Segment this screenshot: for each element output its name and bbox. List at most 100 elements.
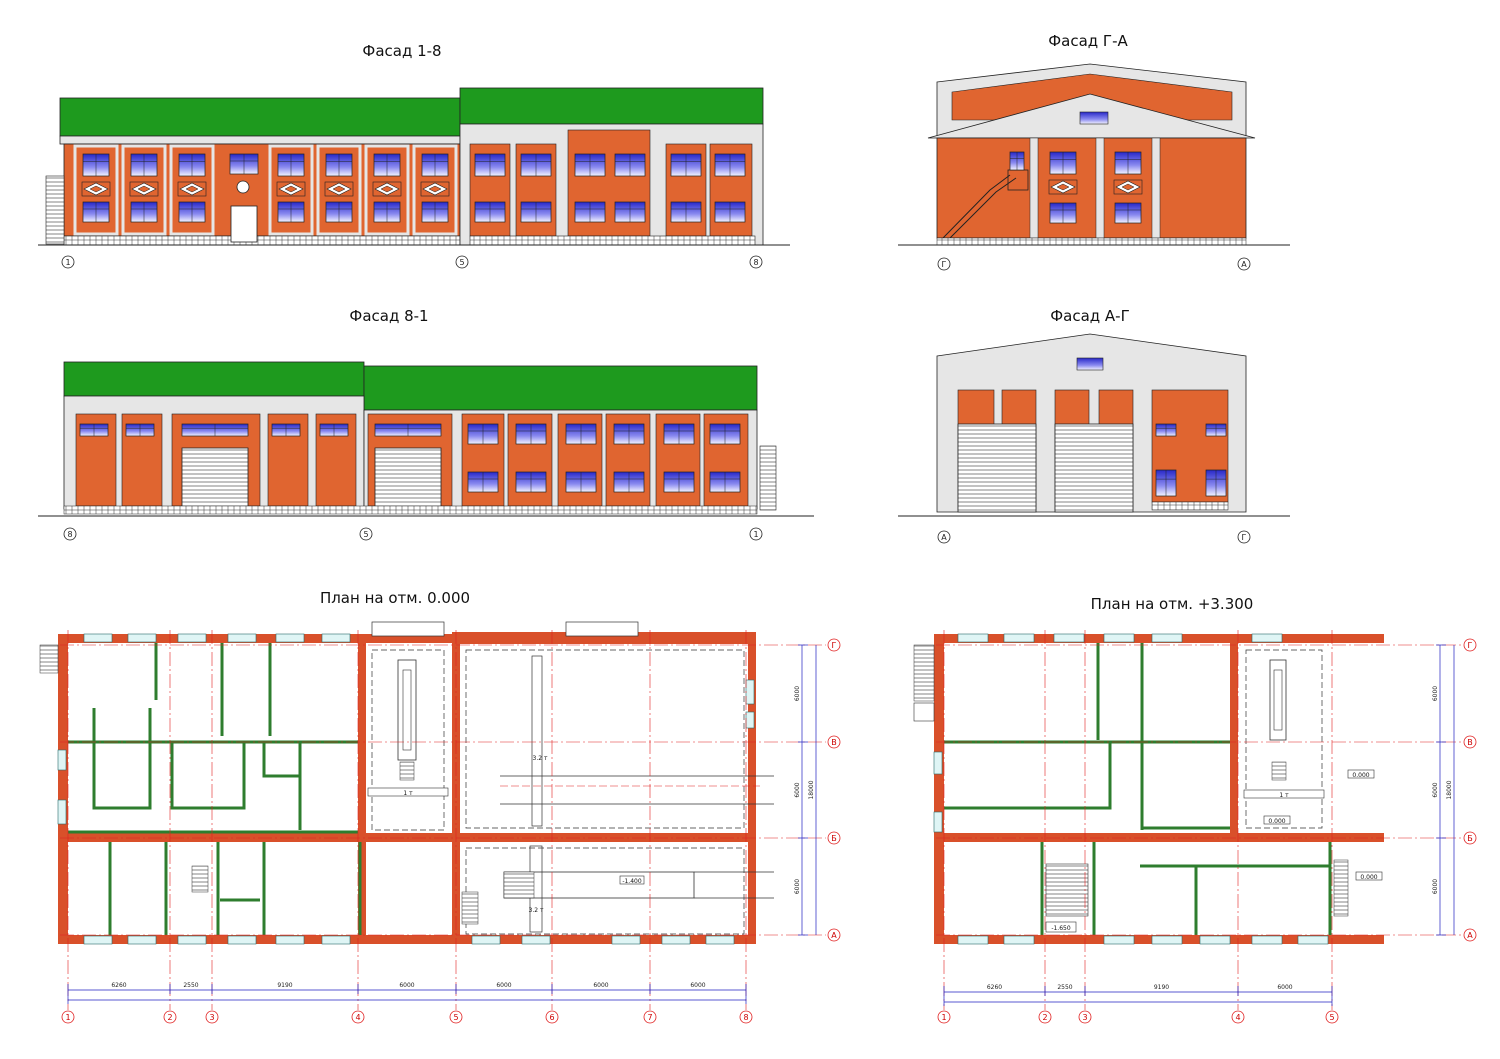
axis-bubble-label: 1 (65, 1013, 70, 1022)
plan-window (705, 935, 735, 945)
plan-window (321, 935, 351, 945)
entrance-door (230, 205, 258, 243)
axis-bubble (163, 1010, 177, 1024)
axis-bubble-label: 2 (1042, 1013, 1047, 1022)
axis-bubble (937, 530, 951, 544)
axis-bubble (205, 1010, 219, 1024)
axis-bubble (359, 527, 373, 541)
plan-window (57, 749, 67, 771)
dimension-label: 6000 (794, 686, 801, 701)
pit-level-label: -1.400 (622, 878, 642, 885)
stair-level-label: -1.650 (1051, 925, 1071, 932)
axis-bubble (449, 1010, 463, 1024)
axis-bubble-label: А (831, 931, 837, 940)
axis-bubble-label: В (831, 738, 837, 747)
dimension-label: 6000 (1277, 984, 1292, 991)
axis-bubble (739, 1010, 753, 1024)
axis-bubble (827, 831, 841, 845)
axis-bubble-label: 3 (209, 1013, 214, 1022)
axis-bubble-label: 5 (1329, 1013, 1334, 1022)
axis-bubble (455, 255, 469, 269)
axis-bubble-label: 8 (743, 1013, 748, 1022)
axis-bubble (61, 255, 75, 269)
axis-bubble (545, 1010, 559, 1024)
plan-window (127, 935, 157, 945)
plan-level-3300: 1 т 0.000 0.000 0.000 -1.650 (913, 633, 1384, 945)
axis-bubble-label: Г (832, 641, 837, 650)
axis-bubble-label: 7 (647, 1013, 652, 1022)
axis-bubble (749, 527, 763, 541)
axis-bubble-label: 5 (453, 1013, 458, 1022)
plan-window (275, 633, 305, 643)
plan-window (1103, 633, 1135, 643)
dimension-label: 6000 (1432, 686, 1439, 701)
axis-bubble (937, 257, 951, 271)
dimension-label: 9190 (277, 982, 292, 989)
dimension-label: 6260 (111, 982, 126, 989)
dimension-label: 6000 (794, 782, 801, 797)
axis-bubble-label: А (941, 533, 947, 542)
dimension-label: 6000 (1432, 879, 1439, 894)
plan-window (1053, 633, 1085, 643)
axis-bubble (827, 638, 841, 652)
dimension-label: 6000 (399, 982, 414, 989)
title-plan-3300: План на отм. +3.300 (1091, 595, 1254, 613)
plan-window (83, 633, 113, 643)
axis-bubble-label: А (1241, 260, 1247, 269)
axis-bubble-label: Б (831, 834, 837, 843)
axis-bubble (1325, 1010, 1339, 1024)
axis-bubble-label: Г (1468, 641, 1473, 650)
plan-window (227, 935, 257, 945)
axis-bubble-label: А (1467, 931, 1473, 940)
crane-span-label-2: 3.2 т (533, 755, 548, 762)
axis-bubble-label: 3 (1082, 1013, 1087, 1022)
plan-window (957, 633, 989, 643)
level-mark-a: 0.000 (1352, 772, 1369, 779)
plan-window (177, 935, 207, 945)
axis-bubble-label: В (1467, 738, 1473, 747)
dimension-label: 6260 (987, 984, 1002, 991)
plan-window (57, 799, 67, 825)
axis-bubble (1078, 1010, 1092, 1024)
dimension-label: 2550 (183, 982, 198, 989)
axis-bubble (63, 527, 77, 541)
partition (944, 742, 1112, 810)
axis-bubble (1463, 831, 1477, 845)
facade-8-1 (38, 361, 814, 517)
plan-window (321, 633, 351, 643)
dimension-label: 6000 (1432, 782, 1439, 797)
plan-window (661, 935, 691, 945)
axis-bubble (749, 255, 763, 269)
plan-window (933, 751, 943, 775)
plan-window (521, 935, 551, 945)
title-facade-1-8: Фасад 1-8 (362, 42, 441, 60)
plan-window (745, 711, 755, 729)
facade-a-g (898, 333, 1290, 517)
axis-bubble (1038, 1010, 1052, 1024)
axis-bubble-label: Г (1242, 533, 1247, 542)
plan-window (1003, 633, 1035, 643)
title-facade-g-a: Фасад Г-А (1048, 32, 1128, 50)
plan-window (1151, 935, 1183, 945)
plan-window (1003, 935, 1035, 945)
plan-window (1151, 633, 1183, 643)
dimension-label: 2550 (1057, 984, 1072, 991)
dimension-label: 18000 (808, 780, 815, 799)
plan-window (127, 633, 157, 643)
axis-bubble (827, 735, 841, 749)
axis-bubble-label: Г (942, 260, 947, 269)
axis-bubble-label: 4 (1235, 1013, 1240, 1022)
axis-bubble-label: 1 (753, 530, 758, 539)
plan-window (1251, 935, 1283, 945)
axis-bubble (1231, 1010, 1245, 1024)
crane-span-label-4: 1 т (1279, 792, 1289, 799)
axis-bubble-label: 1 (941, 1013, 946, 1022)
plan-window (1103, 935, 1135, 945)
title-facade-a-g: Фасад А-Г (1050, 307, 1130, 325)
axis-bubble (1463, 638, 1477, 652)
dimension-label: 18000 (1446, 780, 1453, 799)
dimension-label: 6000 (496, 982, 511, 989)
plan-window (1297, 935, 1329, 945)
